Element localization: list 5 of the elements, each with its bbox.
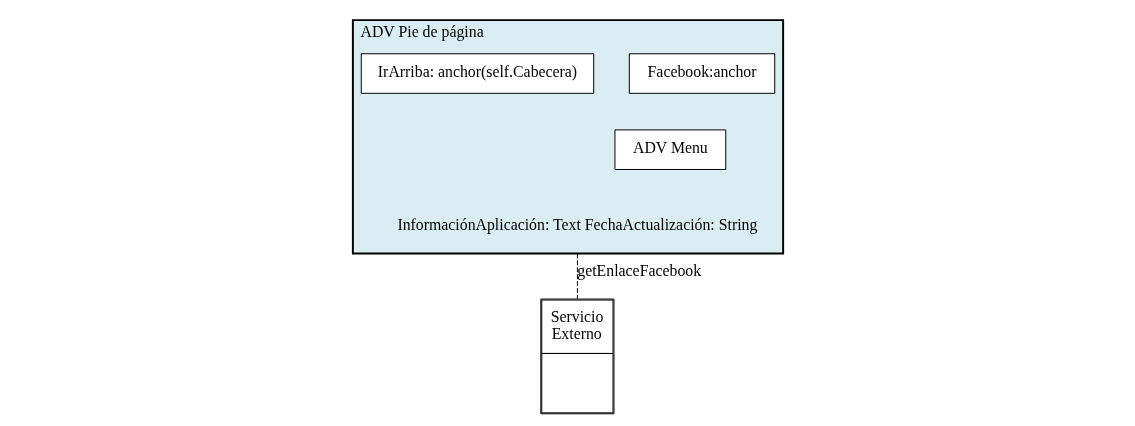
node-box: ADV Menu: [614, 129, 726, 170]
node-box: IrArriba: anchor(self.Cabecera): [360, 53, 594, 94]
edge-label: getEnlaceFacebook: [576, 262, 701, 280]
node-box: Facebook:anchor: [628, 53, 775, 94]
connector: [576, 253, 578, 300]
